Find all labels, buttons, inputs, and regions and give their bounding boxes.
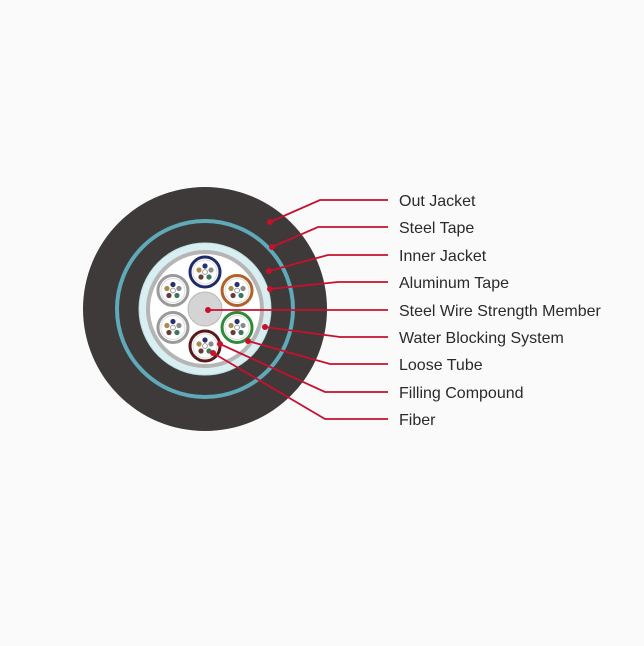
leader-line (219, 343, 388, 393)
steel-wire-strength-member (187, 291, 223, 327)
loose-tube-inner (224, 315, 250, 340)
fiber (240, 322, 246, 329)
loose-tube (220, 274, 254, 307)
fiber (234, 287, 240, 294)
fiber (228, 285, 234, 292)
fiber (238, 292, 244, 299)
fiber (196, 267, 202, 273)
label-inner-jacket: Inner Jacket (399, 248, 487, 265)
fiber (230, 329, 236, 336)
label-water-blocking-system: Water Blocking System (399, 330, 564, 347)
label-steel-wire-strength-member: Steel Wire Strength Member (399, 303, 602, 320)
fiber (228, 322, 234, 329)
loose-tube-inner (224, 278, 250, 303)
leader-line (271, 226, 388, 248)
fiber (166, 329, 172, 336)
leader-line (212, 352, 388, 420)
label-fiber: Fiber (399, 412, 436, 429)
fiber (174, 329, 180, 336)
label-loose-tube: Loose Tube (399, 357, 483, 374)
fiber (240, 285, 246, 292)
leader-dot (267, 286, 273, 292)
loose-tube-inner (192, 333, 218, 359)
loose-tube-inner (160, 278, 186, 303)
loose-tube (220, 311, 254, 344)
loose-tube-inner (192, 259, 218, 285)
leader-line (247, 340, 388, 365)
fiber (238, 329, 244, 336)
leader-dot (262, 324, 268, 330)
leader-lines (205, 199, 388, 420)
fiber (234, 324, 240, 331)
leader-line (264, 326, 388, 338)
fiber (202, 343, 208, 349)
leader-line (269, 199, 388, 223)
loose-tube (156, 311, 190, 344)
fiber (170, 324, 176, 331)
fiber (170, 318, 176, 325)
leader-dot (210, 350, 216, 356)
fiber (230, 292, 236, 299)
fiber (206, 274, 212, 280)
label-out-jacket: Out Jacket (399, 193, 476, 210)
fiber (234, 281, 240, 288)
fiber (170, 281, 176, 288)
fiber (208, 267, 214, 273)
labels: Out Jacket Steel Tape Inner Jacket Alumi… (399, 193, 602, 429)
fiber (196, 341, 202, 347)
fiber (166, 292, 172, 299)
fiber (202, 337, 208, 343)
fiber (164, 285, 170, 292)
label-filling-compound: Filling Compound (399, 385, 524, 402)
fiber (202, 263, 208, 269)
fiber (202, 269, 208, 275)
fiber (198, 274, 204, 280)
fiber (198, 348, 204, 354)
fiber (234, 318, 240, 325)
leader-dot (267, 219, 273, 225)
fiber (164, 322, 170, 329)
leader-dot (245, 338, 251, 344)
leader-line (269, 281, 388, 290)
leader-line (268, 254, 388, 272)
leader-dot (266, 268, 272, 274)
loose-tube (188, 329, 222, 363)
fiber (170, 287, 176, 294)
leader-dot (217, 341, 223, 347)
leader-dot (269, 244, 275, 250)
fiber (208, 341, 214, 347)
fiber (174, 292, 180, 299)
steel-tape (115, 219, 295, 399)
loose-tube (188, 255, 222, 289)
label-aluminum-tape: Aluminum Tape (399, 275, 509, 292)
fiber (176, 322, 182, 329)
loose-tube (156, 274, 190, 307)
leader-dot (205, 307, 211, 313)
cable-cross-section (83, 187, 327, 431)
label-steel-tape: Steel Tape (399, 220, 474, 237)
loose-tube-inner (160, 315, 186, 340)
fiber (176, 285, 182, 292)
